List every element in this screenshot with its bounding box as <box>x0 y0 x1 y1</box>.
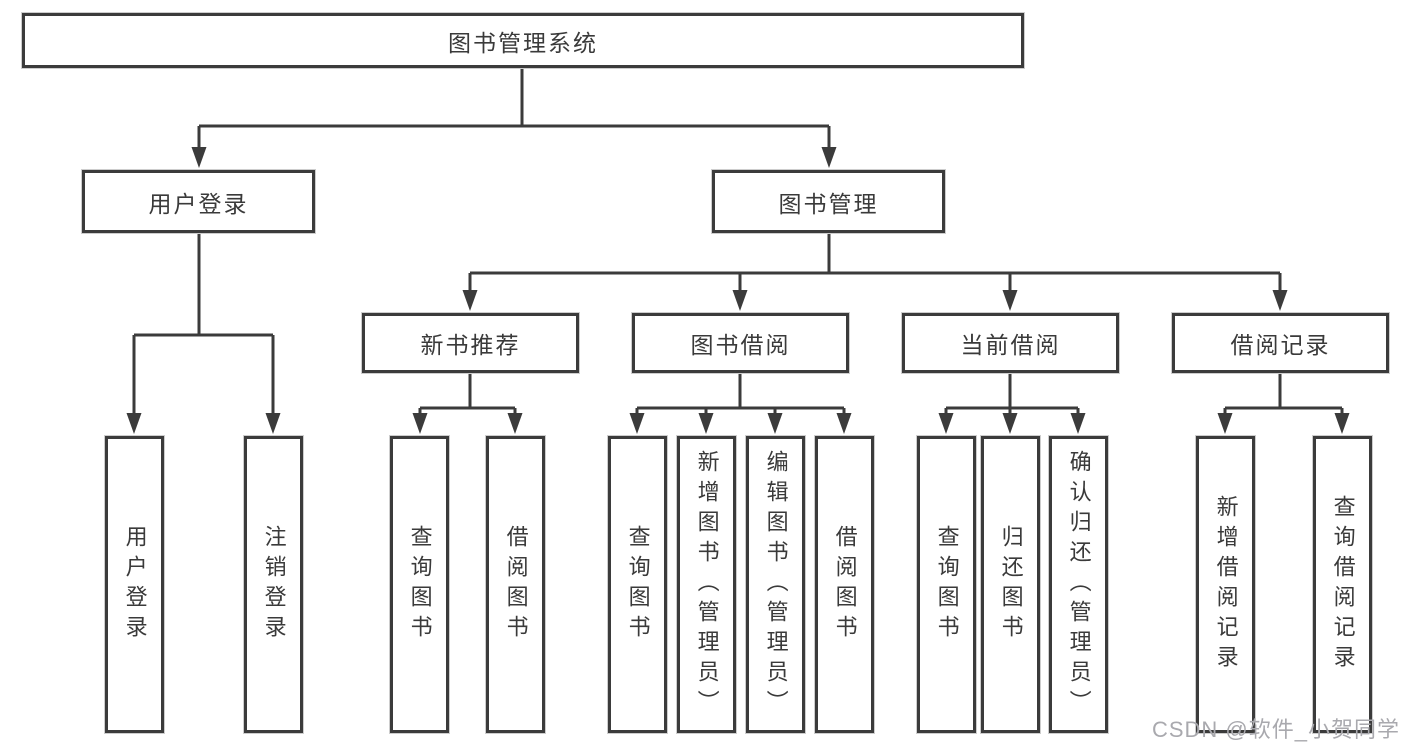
node-query-borrow-record: 查询借阅记录 <box>1313 436 1372 733</box>
arrowheads <box>126 147 1350 434</box>
csdn-watermark: CSDN @软件_小贺同学 <box>1151 717 1400 742</box>
node-query-books-borrowing: 查询图书 <box>608 436 667 733</box>
node-root-library-system: 图书管理系统 <box>22 13 1024 68</box>
node-add-borrow-record: 新增借阅记录 <box>1196 436 1255 733</box>
node-confirm-return-admin: 确认归还（管理员） <box>1049 436 1108 733</box>
node-borrow-books-recommend: 借阅图书 <box>486 436 545 733</box>
node-query-books-current: 查询图书 <box>917 436 976 733</box>
node-edit-books-admin: 编辑图书（管理员） <box>746 436 805 733</box>
node-borrowing-records: 借阅记录 <box>1172 313 1389 373</box>
node-book-management-branch: 图书管理 <box>712 170 945 233</box>
node-query-books-recommend: 查询图书 <box>390 436 449 733</box>
node-book-borrowing: 图书借阅 <box>632 313 849 373</box>
node-return-books: 归还图书 <box>981 436 1040 733</box>
node-borrow-books-leaf: 借阅图书 <box>815 436 874 733</box>
node-logout-leaf: 注销登录 <box>244 436 303 733</box>
node-current-borrowing: 当前借阅 <box>902 313 1119 373</box>
node-user-login-leaf: 用户登录 <box>105 436 164 733</box>
node-add-books-admin: 新增图书（管理员） <box>677 436 736 733</box>
node-new-book-recommend: 新书推荐 <box>362 313 579 373</box>
node-user-login-branch: 用户登录 <box>82 170 315 233</box>
